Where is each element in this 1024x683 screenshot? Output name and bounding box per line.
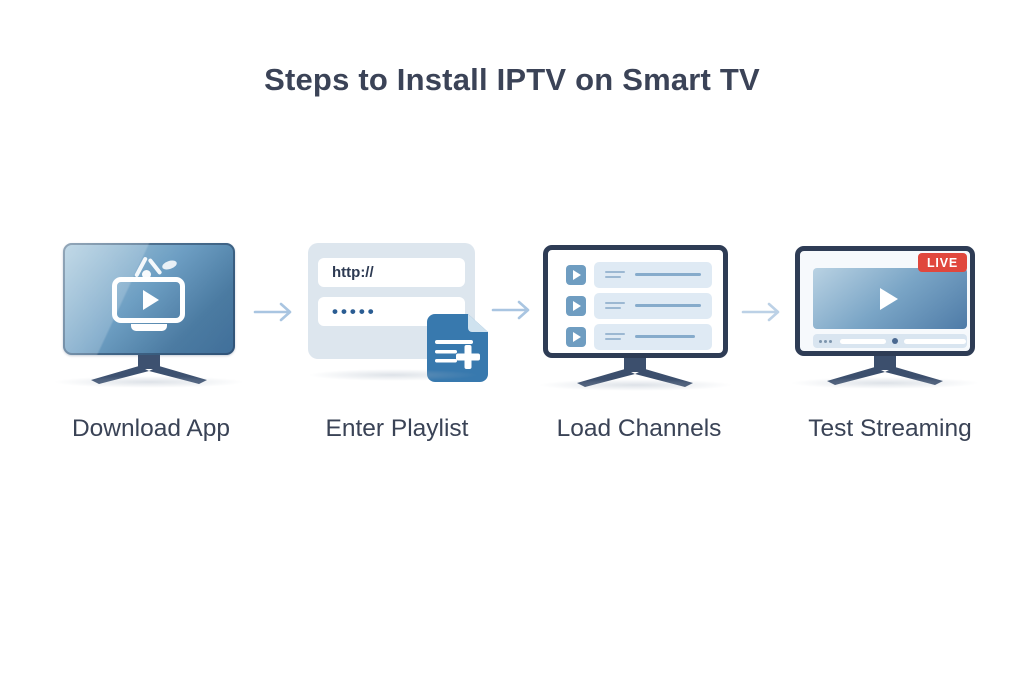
player-control-bar [813,334,967,348]
play-icon [880,288,898,310]
step-label-load-channels: Load Channels [556,415,722,442]
page-title: Steps to Install IPTV on Smart TV [264,62,760,97]
step-download-app [53,243,245,393]
channel-info-bar [594,324,712,350]
drop-shadow [538,379,733,391]
step-label-test-streaming: Test Streaming [808,415,972,442]
antenna-sparkle-icon [142,270,151,279]
monitor-stand [577,358,693,387]
smart-tv-screen [63,243,235,355]
streaming-monitor: LIVE [795,246,975,356]
channel-play-icon [566,265,586,285]
drop-shadow [308,369,478,381]
menu-dots-icon [819,339,832,343]
progress-bar [840,338,886,344]
video-player [813,268,967,329]
channel-play-icon [566,327,586,347]
add-playlist-file-icon [427,314,488,382]
channel-info-bar [594,293,712,319]
monitor-stand [827,356,943,385]
live-badge-text: LIVE [927,255,958,270]
channel-play-icon [566,296,586,316]
arrow-right-icon [491,300,530,320]
step-test-streaming: LIVE [790,246,980,396]
url-field-value: http:// [332,264,374,281]
monitor-stand [91,355,207,384]
scrubber-knob [892,338,898,344]
channel-list-monitor [543,245,728,358]
url-field: http:// [318,258,465,287]
progress-bar [904,338,966,344]
password-field-value: ••••• [332,302,377,321]
drop-shadow [53,376,245,388]
tv-play-app-icon [112,277,185,323]
step-enter-playlist: http:// ••••• [308,243,493,393]
channel-info-bar [594,262,712,288]
step-load-channels [538,245,733,395]
arrow-right-icon [253,302,292,322]
drop-shadow [790,377,980,389]
step-label-enter-playlist: Enter Playlist [325,415,469,442]
arrow-right-icon [741,302,780,322]
live-badge: LIVE [918,253,967,272]
play-icon [143,290,159,310]
tv-icon-base [131,324,167,331]
step-label-download-app: Download App [71,415,230,442]
